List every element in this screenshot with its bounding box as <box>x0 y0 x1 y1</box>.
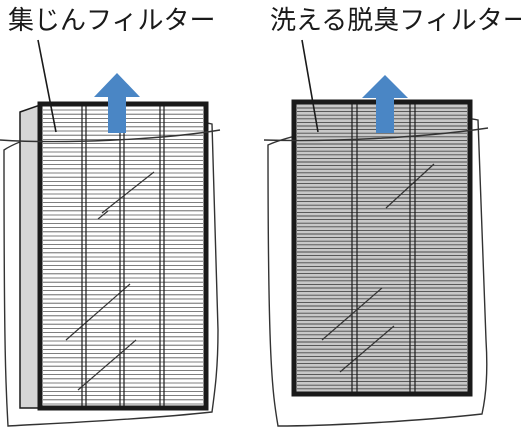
dust-filter-side-panel <box>19 103 41 409</box>
deodorizing-filter-leader <box>301 39 319 133</box>
deodorizing-filter-dividers <box>351 104 416 392</box>
dust-filter-dividers <box>81 106 165 406</box>
dust-filter <box>0 39 221 427</box>
deodorizing-filter-bag-edge <box>263 127 489 142</box>
deodorizing-filter-label: 洗える脱臭フィルター <box>270 6 521 36</box>
dust-filter-bag-edge <box>0 129 221 143</box>
up-arrow-icon <box>94 73 140 133</box>
dust-filter-leader <box>37 39 57 133</box>
deodorizing-filter <box>263 39 489 427</box>
dust-filter-body <box>37 101 209 411</box>
up-arrow-icon <box>362 75 408 133</box>
deodorizing-filter-glare <box>321 163 435 373</box>
dust-filter-glare <box>65 171 155 391</box>
dust-filter-label: 集じんフィルター <box>8 6 216 36</box>
